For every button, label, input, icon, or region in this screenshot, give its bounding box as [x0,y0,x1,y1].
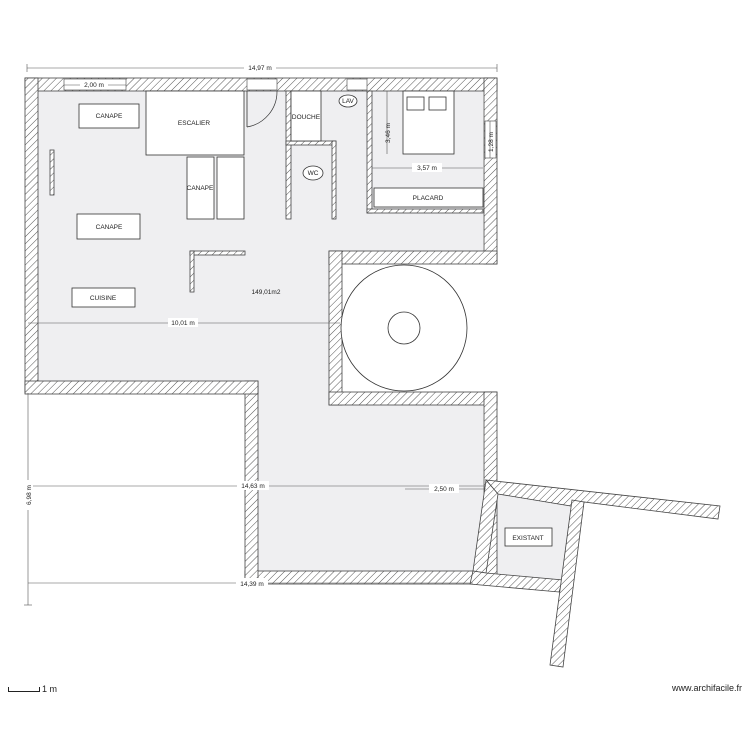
douche-label: DOUCHE [292,114,321,121]
cuisine-box[interactable] [71,287,136,308]
annex-walls [469,479,721,668]
dimension-bedroom-width: 3,57 m [372,163,483,172]
wc-toilet[interactable] [302,165,324,181]
surface-area: 149,01m2 [252,289,281,296]
dimension-top-segment: 2,00 m [64,80,126,89]
canape-top-box[interactable] [78,103,140,129]
wc-label: WC [308,170,319,177]
canape-top-label: CANAPE [96,113,123,120]
dimension-middle: 10,01 m [28,318,340,327]
canape-left-label: CANAPE [96,224,123,231]
dim-bed-height: 3,46 m [385,123,392,143]
canape-mid-label: CANAPE [187,185,214,192]
placard-box[interactable] [373,187,484,208]
canape-left-box[interactable] [76,213,141,240]
dim-lower-long: 14,63 m [241,483,265,490]
dim-middle: 10,01 m [171,320,195,327]
existant-box[interactable] [504,527,553,547]
canape-mid-box[interactable] [186,156,215,220]
exterior-walls [24,77,498,585]
dimension-bed-height: 3,46 m [385,91,392,154]
dimension-bottom: 14,39 m [28,578,473,588]
escalier-label: ESCALIER [178,120,210,127]
escalier-box[interactable] [145,90,245,156]
dimension-left-vertical: 6,98 m [24,393,33,606]
bed[interactable] [402,90,455,155]
dim-window-right: 1,28 m [488,132,495,152]
dim-lower-right: 2,50 m [434,486,454,493]
dimension-window-right: 1,28 m [488,121,495,158]
round-table[interactable] [340,264,468,392]
lav-sink[interactable] [338,94,358,108]
dim-bottom: 14,39 m [240,581,264,588]
existant-label: EXISTANT [512,535,543,542]
dim-top-segment: 2,00 m [84,82,104,89]
brand-link[interactable]: www.archifacile.fr [671,683,742,693]
dim-bedroom-width: 3,57 m [417,165,437,172]
canape-mid-cushion [216,156,245,220]
dimension-top-total: 14,97 m [26,62,498,72]
dimension-lower-right: 2,50 m [405,484,486,493]
placard-label: PLACARD [413,195,444,202]
cuisine-label: CUISINE [90,295,117,302]
scale-bar [8,687,40,692]
dim-top-total: 14,97 m [248,65,272,72]
lav-label: LAV [342,98,354,105]
dimension-lower-long: 14,63 m [28,481,486,490]
douche-box[interactable] [290,90,322,142]
entry-door[interactable] [246,90,278,128]
dim-left-vertical: 6,98 m [26,485,33,505]
scale-label: 1 m [42,684,58,694]
